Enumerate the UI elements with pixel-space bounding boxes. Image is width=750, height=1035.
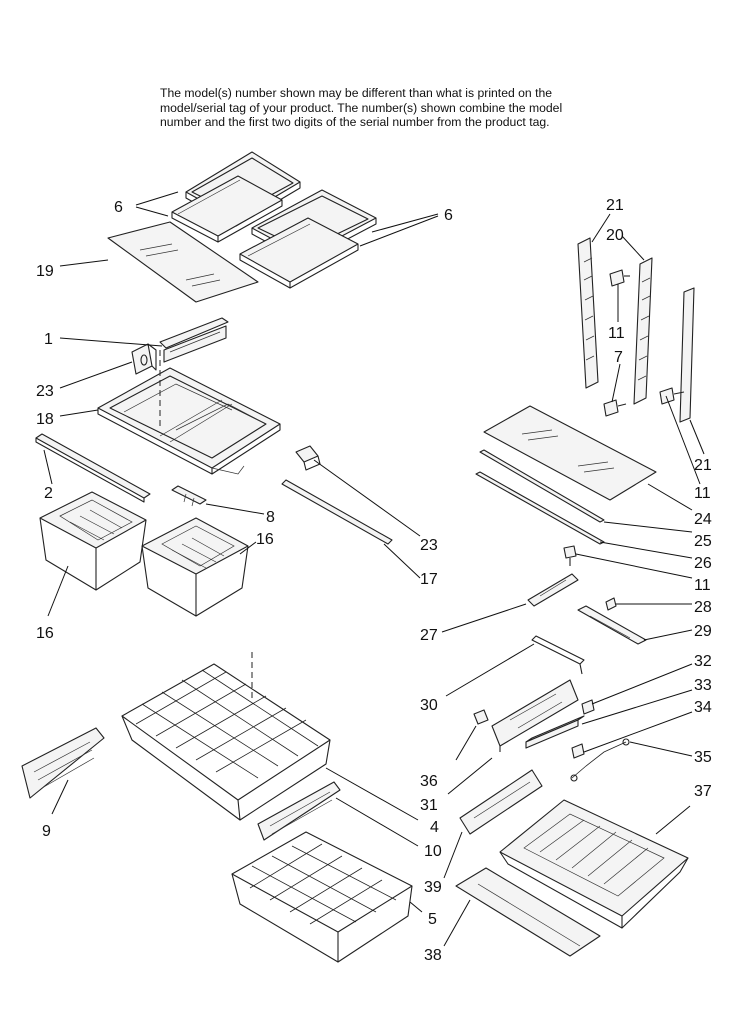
- callout-33: 33: [694, 677, 712, 694]
- glass-shelf-panel[interactable]: [107, 221, 259, 303]
- screw-upper[interactable]: [609, 269, 630, 287]
- wire-basket-lower-5[interactable]: [231, 831, 413, 963]
- screw-34[interactable]: [571, 743, 585, 759]
- shelf-assembly-left[interactable]: [171, 151, 301, 243]
- note-line: The model(s) number shown may be differe…: [160, 86, 553, 100]
- slide-rail-29[interactable]: [577, 605, 647, 645]
- callout-34: 34: [694, 699, 712, 716]
- callout-18: 18: [36, 411, 54, 428]
- shelf-trim-rear[interactable]: [475, 471, 605, 545]
- callout-35: 35: [694, 749, 712, 766]
- shelf-rail-right[interactable]: [679, 287, 695, 423]
- callout-26: 26: [694, 555, 712, 572]
- freezer-glass-shelf[interactable]: [483, 405, 657, 501]
- clip-28[interactable]: [605, 597, 617, 611]
- callout-39: 39: [424, 879, 442, 896]
- pan-slide-bracket[interactable]: [527, 573, 579, 607]
- callout-30: 30: [420, 697, 438, 714]
- shelf-trim-front[interactable]: [479, 449, 605, 523]
- callout-1: 1: [44, 331, 53, 348]
- crisper-divider-bracket[interactable]: [171, 485, 207, 507]
- callout-32: 32: [694, 653, 712, 670]
- basket-end-10[interactable]: [257, 781, 341, 841]
- callout-5: 5: [428, 911, 437, 928]
- callout-38: 38: [424, 947, 442, 964]
- slide-rail-30[interactable]: [531, 635, 585, 675]
- basket-end-9[interactable]: [21, 727, 105, 799]
- callout-37: 37: [694, 783, 712, 800]
- handle-39[interactable]: [459, 769, 543, 835]
- callout-20: 20: [606, 227, 624, 244]
- callout-11: 11: [694, 485, 711, 502]
- callout-11: 11: [694, 577, 711, 594]
- crisper-rail-rod[interactable]: [281, 479, 393, 545]
- crisper-cover-rail[interactable]: [159, 317, 229, 363]
- callout-36: 36: [420, 773, 438, 790]
- screw-7[interactable]: [603, 399, 627, 417]
- note-line: model/serial tag of your product. The nu…: [160, 100, 563, 115]
- shelf-assembly-right[interactable]: [239, 189, 377, 289]
- shelf-rail-center[interactable]: [633, 257, 653, 405]
- callout-2: 2: [44, 485, 53, 502]
- callout-28: 28: [694, 599, 712, 616]
- front-trim-38[interactable]: [455, 867, 601, 957]
- slide-rail-33[interactable]: [525, 715, 585, 749]
- screw-lower[interactable]: [563, 545, 577, 566]
- callout-23: 23: [420, 537, 438, 554]
- callout-6: 6: [114, 199, 123, 216]
- crisper-shelf-strip[interactable]: [35, 433, 151, 503]
- leader-lines: [43, 191, 705, 947]
- damper-knob-left[interactable]: [131, 343, 157, 375]
- screw-right[interactable]: [659, 387, 685, 405]
- damper-knob-right[interactable]: [295, 445, 321, 471]
- callout-19: 19: [36, 263, 54, 280]
- callout-16: 16: [36, 625, 54, 642]
- callout-25: 25: [694, 533, 712, 550]
- callout-9: 9: [42, 823, 51, 840]
- callout-17: 17: [420, 571, 438, 588]
- callout-24: 24: [694, 511, 712, 528]
- callout-11: 11: [608, 325, 625, 342]
- crisper-drawer-left[interactable]: [39, 491, 147, 591]
- callout-31: 31: [420, 797, 438, 814]
- screw-32[interactable]: [581, 699, 595, 715]
- callout-23: 23: [36, 383, 54, 400]
- callout-8: 8: [266, 509, 275, 526]
- callout-labels: 6 6 19 1 23 18 2 8 16 16 23 17 21 20 11 …: [36, 197, 712, 964]
- crisper-cover-frame[interactable]: [97, 367, 281, 475]
- wire-35[interactable]: [570, 738, 630, 782]
- callout-16: 16: [256, 531, 274, 548]
- freezer-tray-37[interactable]: [499, 799, 689, 929]
- clip-36[interactable]: [473, 709, 489, 725]
- callout-21: 21: [606, 197, 624, 214]
- wire-basket-upper-4[interactable]: [121, 663, 331, 821]
- note-line: number and the first two digits of the s…: [160, 115, 550, 129]
- callout-10: 10: [424, 843, 442, 860]
- callout-29: 29: [694, 623, 712, 640]
- shelf-rail-left[interactable]: [577, 237, 599, 389]
- callout-4: 4: [430, 819, 439, 836]
- callout-6: 6: [444, 207, 453, 224]
- crisper-drawer-right[interactable]: [141, 517, 249, 617]
- pan-support-31[interactable]: [491, 679, 579, 752]
- callout-27: 27: [420, 627, 438, 644]
- callout-21: 21: [694, 457, 712, 474]
- model-number-note: The model(s) number shown may be differe…: [160, 86, 620, 130]
- callout-7: 7: [614, 349, 623, 366]
